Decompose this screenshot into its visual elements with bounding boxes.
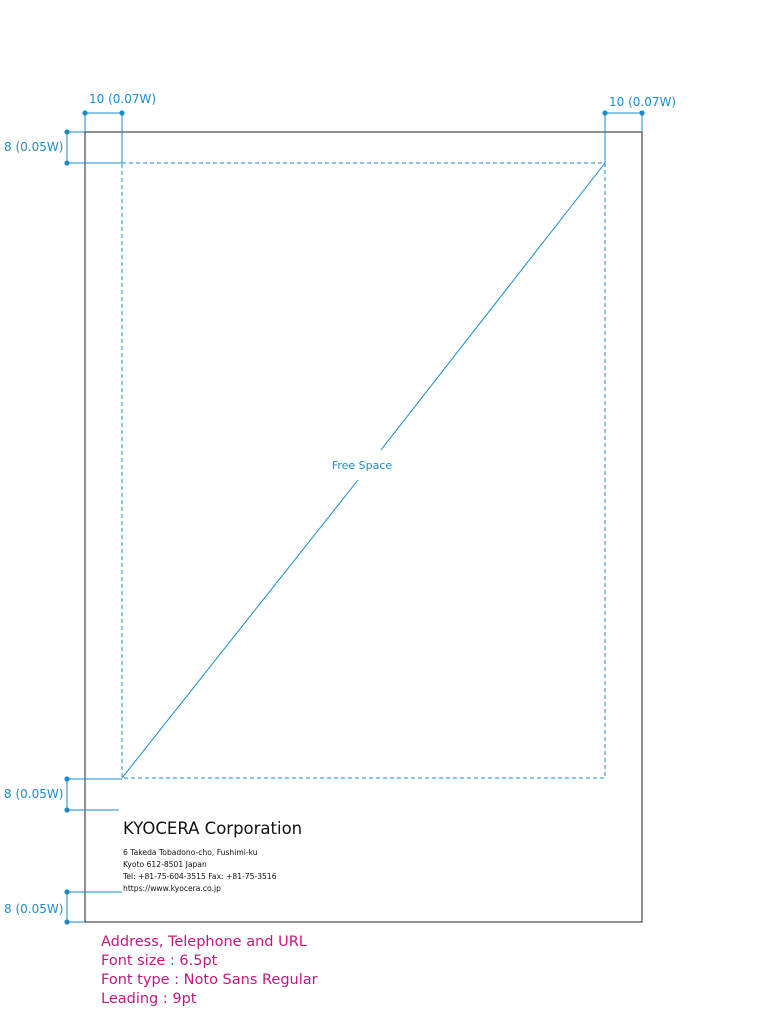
spec-note: Address, Telephone and URL (101, 934, 307, 950)
dimension-dot (64, 889, 70, 895)
free-space-diagonal-upper (380, 162, 606, 451)
top-left-width-label: 10 (0.07W) (89, 92, 156, 106)
dimension-dot (64, 919, 70, 925)
url-line: https://www.kyocera.co.jp (123, 884, 221, 893)
free-space-diagonal-lower (121, 479, 359, 779)
free-space-label: Free Space (332, 459, 393, 472)
address-line: 6 Takeda Tobadono-cho, Fushimi-ku (123, 848, 258, 857)
phone-fax-line: Tel: +81-75-604-3515 Fax: +81-75-3516 (123, 872, 277, 881)
top-right-width-label: 10 (0.07W) (609, 95, 676, 109)
top-margin-label: 8 (0.05W) (4, 140, 63, 154)
spec-note: Font type : Noto Sans Regular (101, 972, 318, 988)
spec-note: Leading : 9pt (101, 991, 197, 1007)
dimension-dot (119, 110, 125, 116)
middle-gap-label: 8 (0.05W) (4, 787, 63, 801)
address-line: Kyoto 612-8501 Japan (123, 860, 207, 869)
dimension-dot (64, 776, 70, 782)
dimension-dot (82, 110, 88, 116)
dimension-dot (639, 110, 645, 116)
dimension-dot (64, 129, 70, 135)
spec-note: Font size : 6.5pt (101, 953, 218, 969)
dimension-dot (602, 110, 608, 116)
free-space-area (121, 162, 606, 779)
top-left-width-dimension (84, 112, 123, 163)
bottom-margin-label: 8 (0.05W) (4, 902, 63, 916)
dimension-dot (64, 807, 70, 813)
company-name: KYOCERA Corporation (123, 819, 303, 838)
address-block: 6 Takeda Tobadono-cho, Fushimi-ku Kyoto … (123, 847, 277, 895)
page-border (84, 131, 643, 923)
spec-notes: Address, Telephone and URL Font size : 6… (101, 933, 318, 1009)
middle-gap-dimension (66, 778, 122, 811)
dimension-dot (64, 160, 70, 166)
top-margin-dimension (66, 131, 122, 164)
top-right-width-dimension (604, 112, 643, 163)
bottom-margin-dimension (66, 891, 122, 923)
